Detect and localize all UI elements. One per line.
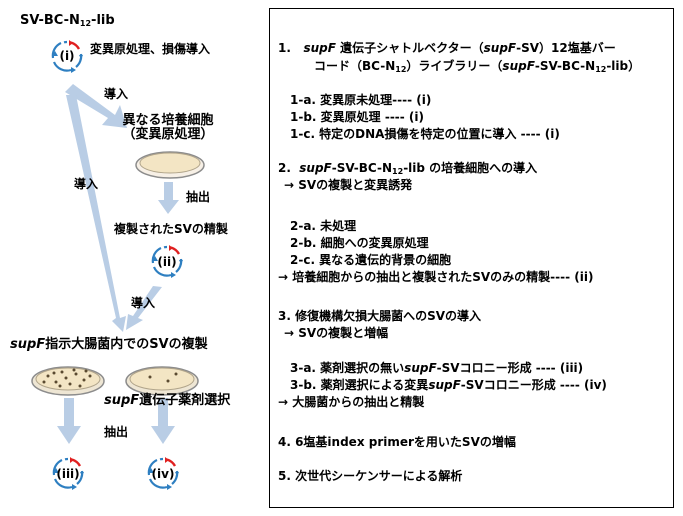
step-1c: 1-c. 特定のDNA損傷を特定の位置に導入 ---- (i) — [290, 127, 560, 141]
step-3: 3. 修復機構欠損大腸菌へのSVの導入 — [278, 309, 482, 323]
step-3-final: → 大腸菌からの抽出と精製 — [278, 395, 425, 409]
step-3-result: → SVの複製と増幅 — [284, 326, 389, 340]
step-1b: 1-b. 変異原処理 ---- (i) — [290, 110, 425, 124]
library-label: SV-BC-N12-lib — [20, 13, 115, 29]
step-1-line2: コード（BC-N12）ライブラリー（supF-SV-BC-N12-lib） — [314, 59, 641, 74]
step-3b: 3-b. 薬剤選択による変異supF-SVコロニー形成 ---- (iv) — [290, 378, 607, 392]
intro-label-2: 導入 — [131, 296, 156, 310]
ecoli-plate-no-selection — [31, 366, 105, 396]
intro-label-left: 導入 — [74, 177, 99, 191]
step-iii-label: (iii) — [56, 467, 80, 481]
extraction-label-1: 抽出 — [186, 190, 211, 204]
ecoli-replication-label: supF指示大腸菌内でのSVの複製 — [10, 337, 208, 352]
step-2a: 2-a. 未処理 — [290, 219, 357, 233]
protocol-box: 1. supF 遺伝子シャトルベクター（supF-SV）12塩基バー コード（B… — [269, 8, 674, 508]
flow-arrows — [57, 84, 179, 444]
extraction-label-2: 抽出 — [104, 425, 129, 439]
step-2-result: → SVの複製と変異誘発 — [284, 178, 413, 192]
step-ii-label: (ii) — [157, 255, 177, 269]
intro-label-1: 導入 — [104, 87, 129, 101]
step-1-line1: 1. supF 遺伝子シャトルベクター（supF-SV）12塩基バー — [278, 41, 616, 55]
step-4: 4. 6塩基index primerを用いたSVの増幅 — [278, 435, 516, 449]
sv-purification-label: 複製されたSVの精製 — [114, 222, 228, 236]
ecoli-plate-drug-selection — [125, 366, 199, 396]
step-2-final: → 培養細胞からの抽出と複製されたSVのみの精製---- (ii) — [278, 270, 594, 284]
step-2c: 2-c. 異なる遺伝的背景の細胞 — [290, 253, 452, 267]
drug-selection-label: supF遺伝子薬剤選択 — [104, 393, 231, 408]
step-1a: 1-a. 変異原未処理---- (i) — [290, 93, 432, 107]
step-2b: 2-b. 細胞への変異原処理 — [290, 236, 429, 250]
step-iv-label: (iv) — [151, 467, 175, 481]
culture-dish — [135, 151, 205, 179]
step-3a: 3-a. 薬剤選択の無いsupF-SVコロニー形成 ---- (iii) — [290, 361, 584, 375]
mutagen-treatment-label: 変異原処理、損傷導入 — [90, 42, 211, 56]
step-2-line1: 2. supF-SV-BC-N12-lib の培養細胞への導入 — [278, 161, 538, 176]
culture-cell-label: 異なる培養細胞 （変異原処理） — [122, 113, 214, 142]
step-5: 5. 次世代シーケンサーによる解析 — [278, 469, 463, 483]
step-i-label: (i) — [59, 49, 75, 63]
